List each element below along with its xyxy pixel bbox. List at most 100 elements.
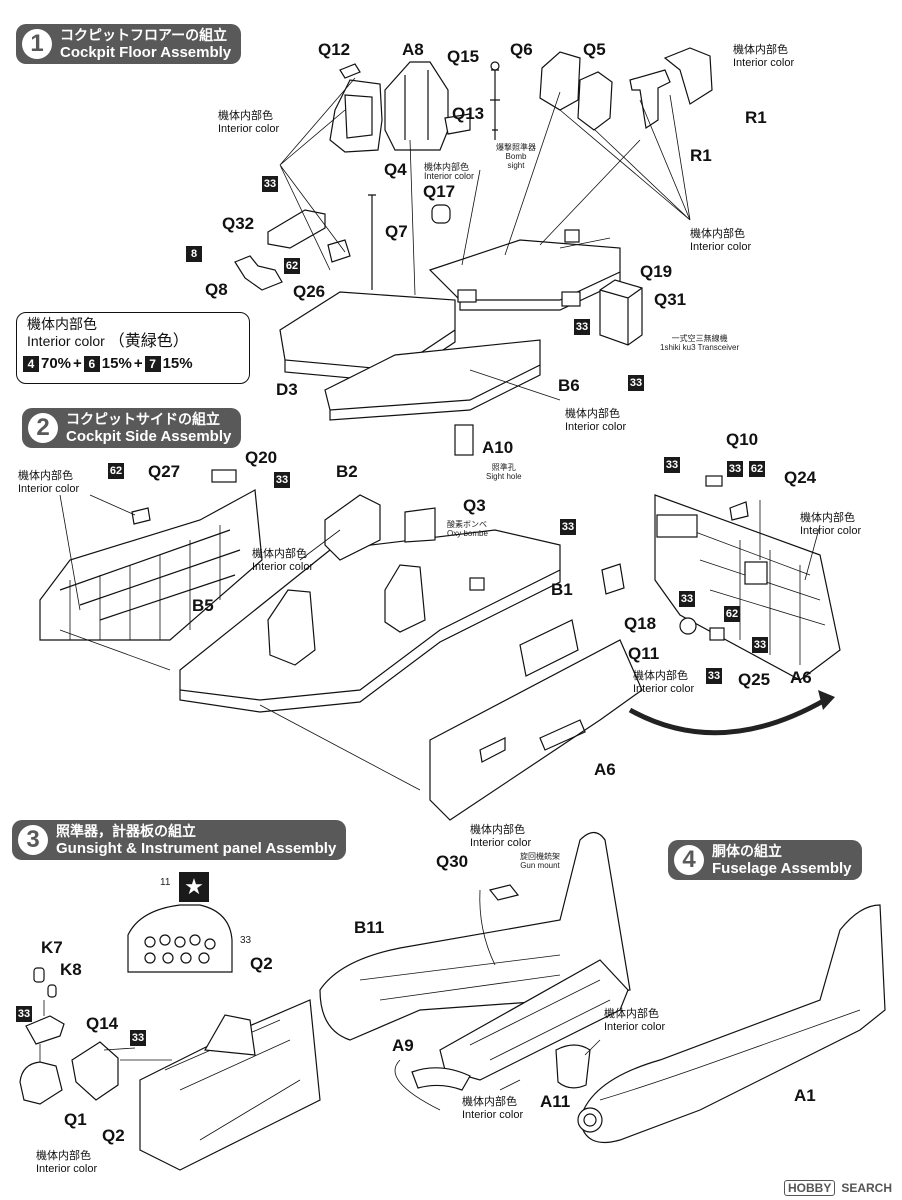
part-label-q14: Q14 <box>86 1014 119 1033</box>
section-3-title-jp: 照準器，計器板の組立 <box>56 823 196 839</box>
part-label-q17: Q17 <box>423 182 456 201</box>
part-label-q25: Q25 <box>738 670 771 689</box>
color-badge-33: 33 <box>727 461 743 477</box>
section-1-title-jp: コクピットフロアーの組立 <box>60 27 228 43</box>
part-label-q24: Q24 <box>784 468 817 487</box>
color-badge-33: 33 <box>16 1006 32 1022</box>
part-label-k7: K7 <box>41 938 63 957</box>
part-label-q18: Q18 <box>624 614 657 633</box>
fuselage-drawing <box>319 831 886 1144</box>
part-label-q19: Q19 <box>640 262 673 281</box>
part-label-a10: A10 <box>482 438 514 457</box>
color-badge-33: 33 <box>664 457 680 473</box>
mix-plus-1: + <box>73 355 82 372</box>
part-label-q7: Q7 <box>385 222 408 241</box>
part-label-q6: Q6 <box>510 40 533 59</box>
color-badge-33: 33 <box>262 176 278 192</box>
color-badge-33: 33 <box>560 519 576 535</box>
part-label-b1: B1 <box>551 580 573 599</box>
section-2-title-en: Cockpit Side Assembly <box>66 428 232 445</box>
color-badge-8: 8 <box>186 246 202 262</box>
mix-ratio-1: 70% <box>41 355 72 372</box>
cockpit-side-drawing <box>39 469 841 821</box>
section-3-number: 3 <box>18 825 48 855</box>
color-badge-33: 33 <box>628 375 644 391</box>
hobby-search-watermark: HOBBY SEARCH <box>783 1180 892 1196</box>
part-label-r1-mid: R1 <box>690 146 712 165</box>
part-label-r1-top: R1 <box>745 108 767 127</box>
color-badge-33: 33 <box>679 591 695 607</box>
part-label-q5: Q5 <box>583 40 606 59</box>
gunsight-panel-drawing <box>19 904 321 1171</box>
part-label-q15: Q15 <box>447 47 480 66</box>
mix-title-en: Interior color <box>27 333 105 349</box>
part-label-q31: Q31 <box>654 290 687 309</box>
section-4-number: 4 <box>674 845 704 875</box>
part-label-q26: Q26 <box>293 282 326 301</box>
part-label-q4: Q4 <box>384 160 407 179</box>
section-1-number: 1 <box>22 29 52 59</box>
section-3-header: 3 照準器，計器板の組立 Gunsight & Instrument panel… <box>12 820 347 860</box>
part-label-a11: A11 <box>540 1092 571 1111</box>
part-label-b5: B5 <box>192 596 214 615</box>
color-code-11: 11 <box>160 877 171 888</box>
part-label-d3: D3 <box>276 380 298 399</box>
part-label-b6: B6 <box>558 376 580 395</box>
watermark-search: SEARCH <box>841 1181 892 1195</box>
part-label-a6-main: A6 <box>594 760 616 779</box>
color-badge-62: 62 <box>749 461 765 477</box>
section-3-title-en: Gunsight & Instrument panel Assembly <box>56 840 337 857</box>
section-2-number: 2 <box>28 413 58 443</box>
part-label-a6-side: A6 <box>790 668 812 687</box>
part-label-a1: A1 <box>794 1086 816 1105</box>
part-label-b11: B11 <box>354 918 385 937</box>
mix-ratio-2: 15% <box>101 355 132 372</box>
mix-color-code-2: 6 <box>83 355 100 372</box>
mix-ratio-3: 15% <box>162 355 193 372</box>
mix-plus-2: + <box>133 355 143 372</box>
decal-star-icon: ★ <box>179 872 209 902</box>
color-badge-33: 33 <box>574 319 590 335</box>
part-label-q3: Q3 <box>463 496 486 515</box>
color-badge-33: 33 <box>274 472 290 488</box>
mix-color-code-1: 4 <box>23 355 39 372</box>
part-label-q12: Q12 <box>318 40 351 59</box>
part-label-q13: Q13 <box>452 104 485 123</box>
color-badge-33: 33 <box>130 1030 146 1046</box>
hobby-logo: HOBBY <box>783 1180 836 1196</box>
interior-color-mix-box: 機体内部色 Interior color （黄緑色） 4 70% + 6 15%… <box>16 312 250 384</box>
part-label-b2: B2 <box>336 462 358 481</box>
section-2-title-jp: コクピットサイドの組立 <box>66 411 220 427</box>
part-label-a8: A8 <box>402 40 424 59</box>
mix-title-jp: 機体内部色 <box>27 316 97 332</box>
part-label-q8: Q8 <box>205 280 228 299</box>
section-4-title-jp: 胴体の組立 <box>712 843 782 859</box>
part-label-q10: Q10 <box>726 430 759 449</box>
part-label-a9: A9 <box>392 1036 414 1055</box>
part-label-q32: Q32 <box>222 214 255 233</box>
mix-color-code-3: 7 <box>144 355 161 372</box>
section-1-header: 1 コクピットフロアーの組立 Cockpit Floor Assembly <box>16 24 242 64</box>
color-badge-33: 33 <box>706 668 722 684</box>
part-label-q27: Q27 <box>148 462 181 481</box>
part-label-q20: Q20 <box>245 448 278 467</box>
section-1-title-en: Cockpit Floor Assembly <box>60 44 232 61</box>
section-4-header: 4 胴体の組立 Fuselage Assembly <box>668 840 862 880</box>
part-label-k8: K8 <box>60 960 82 979</box>
color-badge-62: 62 <box>108 463 124 479</box>
color-code-33-panel: 33 <box>240 935 252 946</box>
color-badge-62: 62 <box>284 258 300 274</box>
